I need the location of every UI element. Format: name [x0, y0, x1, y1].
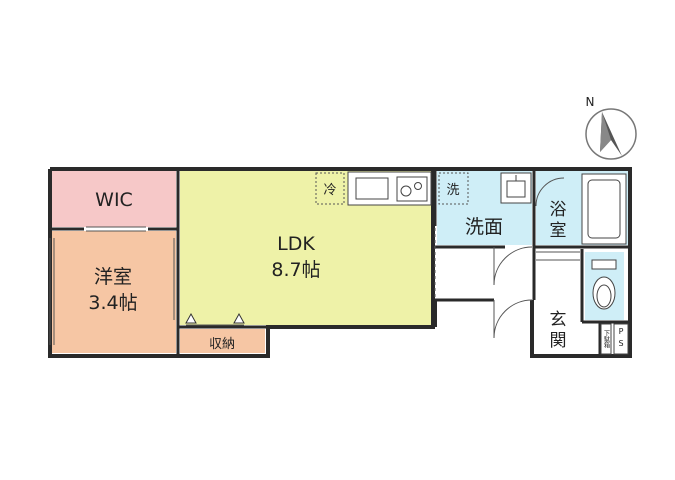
washer-label: 洗	[446, 183, 459, 198]
ldk-size: 8.7帖	[271, 259, 320, 281]
bathroom-label-data: 浴室	[0, 0, 2, 1]
sink-icon	[355, 177, 389, 200]
bathtub-icon	[581, 173, 627, 245]
storage-door-markers	[185, 312, 245, 324]
entrance-label-1: 玄	[550, 310, 567, 330]
doors	[493, 177, 565, 339]
ps-label-p: P	[619, 327, 624, 336]
fridge-label: 冷	[323, 183, 336, 198]
interior-walls	[52, 169, 630, 356]
shoe-box-label: 下駄箱	[603, 330, 610, 349]
kitchen-counter	[347, 171, 432, 206]
bathroom-label-2: 室	[550, 221, 567, 241]
ldk-label: LDK	[277, 233, 315, 255]
toilet-icon	[591, 259, 617, 310]
thin-lines	[49, 226, 580, 345]
bathroom-label-1: 浴	[550, 200, 567, 220]
western-room-size: 3.4帖	[88, 292, 137, 314]
entrance-label-data: 玄関	[0, 0, 2, 1]
wic-room	[52, 171, 176, 227]
compass: N	[585, 95, 637, 160]
wic-label: WIC	[95, 189, 133, 211]
fridge-space	[315, 172, 345, 205]
shoe-box	[600, 323, 612, 355]
ps-label-s: S	[618, 339, 623, 348]
wash-basin-icon	[500, 172, 532, 204]
ps-label-data: PS	[0, 0, 2, 1]
entrance-label-2: 関	[550, 331, 567, 351]
washer-space	[438, 172, 469, 205]
ps-box	[613, 323, 629, 355]
stove-icon	[396, 176, 428, 202]
compass-north-label: N	[586, 95, 595, 109]
western-room	[52, 231, 176, 353]
western-room-label: 洋室	[94, 266, 132, 288]
storage-room	[180, 329, 265, 353]
storage-label: 収納	[209, 337, 235, 352]
washroom-label: 洗面	[465, 216, 503, 238]
